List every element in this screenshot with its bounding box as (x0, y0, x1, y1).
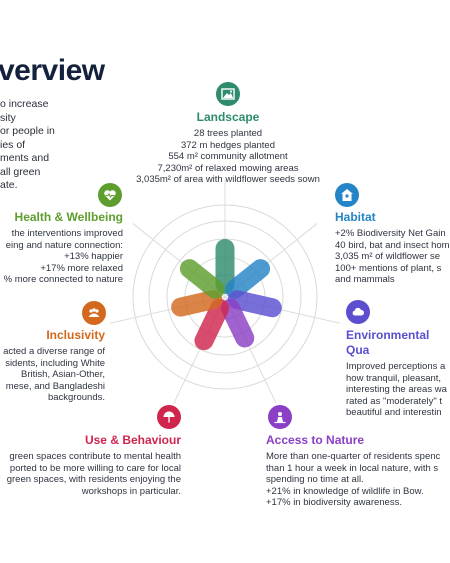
habitat-line: 100+ mentions of plant, s (335, 262, 442, 274)
people-group-icon (82, 301, 106, 325)
landscape-heading: Landscape (196, 110, 260, 124)
intro-line: ments and (0, 152, 50, 164)
environmental-line: how tranquil, pleasant, (346, 372, 442, 384)
access-line: +17% in biodiversity awareness. (266, 497, 402, 508)
heart-pulse-icon (98, 183, 122, 207)
landscape-line: 28 trees planted (193, 128, 263, 139)
cloud-icon (346, 300, 370, 324)
inclusivity-line: acted a diverse range of (3, 346, 105, 357)
environmental-heading: Environmental Qua (346, 328, 430, 357)
access-section: Access to Nature More than one-quarter o… (266, 433, 450, 509)
landscape-section: Landscape 28 trees planted 372 m hedges … (128, 110, 328, 186)
health-heading: Health & Wellbeing (14, 210, 123, 224)
intro-line: ies of (0, 138, 26, 151)
person-nature-icon (268, 405, 292, 429)
use-line: green spaces contribute to mental health (9, 451, 181, 462)
health-line: the interventions improved (11, 228, 123, 239)
inclusivity-heading: Inclusivity (46, 328, 105, 342)
inclusivity-line: mese, and Bangladeshi (5, 380, 105, 392)
bird-house-icon (335, 183, 359, 207)
environmental-line: interesting the areas wa (346, 384, 447, 395)
landscape-picture-icon (216, 82, 240, 106)
landscape-line: 3,035m² of area with wildflower seeds so… (136, 174, 320, 185)
intro-line: ate. (0, 179, 18, 191)
inclusivity-line: backgrounds. (47, 392, 105, 403)
use-section: Use & Behaviour green spaces contribute … (0, 433, 181, 497)
petal-landscape (215, 239, 235, 294)
intro-line: or people in (0, 125, 55, 137)
access-line: spending no time at all. (266, 474, 364, 485)
petal-health (179, 259, 225, 299)
intro-line: all green (0, 165, 41, 178)
intro-line: sity (0, 111, 16, 124)
habitat-section: Habitat +2% Biodiversity Net Gain 40 bir… (335, 210, 450, 286)
environmental-section: Environmental Qua Improved perceptions a… (346, 328, 450, 419)
use-line: green spaces, with residents enjoying th… (6, 474, 181, 485)
use-line: ported to be more willing to care for lo… (9, 462, 181, 474)
use-heading: Use & Behaviour (84, 433, 181, 447)
habitat-line: 3,035 m² of wildflower se (335, 251, 441, 262)
use-line: workshops in particular. (81, 485, 181, 497)
access-line: than 1 hour a week in local nature, with… (266, 462, 439, 474)
environmental-line: beautiful and interestin (346, 407, 442, 418)
petal-access (220, 298, 255, 348)
page-title: verview (0, 54, 105, 87)
landscape-line: 7,230m² of relaxed mowing areas (157, 162, 299, 174)
habitat-line: and mammals (335, 274, 395, 285)
petal-inclusivity (171, 290, 223, 317)
environmental-line: rated as "moderately" t (346, 395, 442, 407)
health-line: eing and nature connection: (5, 239, 123, 251)
petal-use (194, 298, 230, 351)
inclusivity-line: sidents, including White (5, 357, 105, 369)
habitat-line: 40 bird, bat and insect hom (335, 239, 450, 251)
health-line: +13% happier (64, 251, 123, 262)
access-line: +21% in knowledge of wildlife in Bow. (266, 485, 424, 497)
habitat-heading: Habitat (335, 210, 376, 224)
intro-text: o increase sity or people in ies of ment… (0, 98, 70, 193)
access-line: More than one-quarter of residents spenc (266, 451, 441, 462)
health-line: +17% more relaxed (40, 262, 123, 274)
environmental-line: Improved perceptions a (346, 361, 446, 372)
health-line: % more connected to nature (3, 274, 123, 285)
petal-habitat (225, 259, 271, 299)
inclusivity-line: British, Asian-Other, (21, 369, 105, 380)
intro-line: o increase (0, 98, 49, 110)
habitat-line: +2% Biodiversity Net Gain (335, 228, 446, 239)
beach-umbrella-icon (157, 405, 181, 429)
petal-environmental (227, 290, 282, 318)
landscape-line: 554 m² community allotment (168, 151, 288, 162)
landscape-line: 372 m hedges planted (180, 139, 276, 151)
health-section: Health & Wellbeing the interventions imp… (0, 210, 123, 286)
inclusivity-section: Inclusivity acted a diverse range of sid… (0, 328, 105, 404)
access-heading: Access to Nature (266, 433, 365, 447)
